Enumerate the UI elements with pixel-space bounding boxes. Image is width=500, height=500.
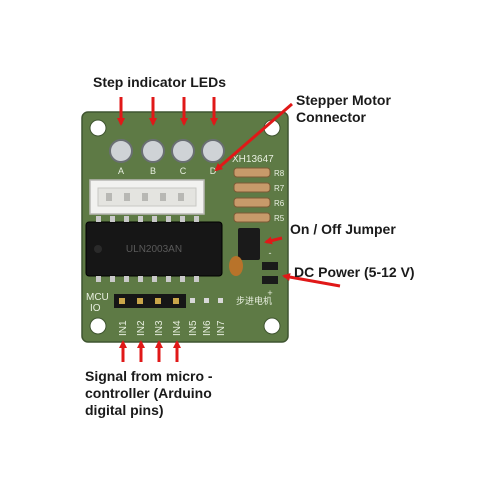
- mount-hole-tl: [89, 119, 107, 137]
- resistor-label-r8: R8: [274, 169, 285, 178]
- signal-arrows: [119, 340, 181, 362]
- chip-text: ULN2003AN: [126, 244, 182, 255]
- resistor-r7: [233, 182, 271, 193]
- led-letter-c: C: [180, 166, 187, 176]
- led-arrows: [117, 97, 218, 126]
- arrow-motor-connector: [214, 102, 293, 172]
- io-label: IO: [90, 303, 101, 314]
- chip-pins: [96, 216, 199, 282]
- resistor-r8: [233, 167, 271, 178]
- part-number: XH13647: [232, 154, 274, 165]
- capacitor: [229, 256, 243, 276]
- led-letter-b: B: [150, 166, 156, 176]
- label-dc-power: DC Power (5-12 V): [294, 264, 415, 280]
- label-signal: Signal from micro - controller (Arduino …: [85, 368, 213, 419]
- pin-label-in2: IN2: [136, 320, 147, 336]
- pin-label-in6: IN6: [202, 320, 213, 336]
- resistor-r6: [233, 197, 271, 208]
- label-signal-line1: Signal from micro -: [85, 368, 213, 384]
- motor-connector: [89, 179, 205, 215]
- label-signal-line2: controller (Arduino: [85, 385, 212, 401]
- led-letter-a: A: [118, 166, 124, 176]
- mount-hole-bl: [89, 317, 107, 335]
- pin-label-in7: IN7: [216, 320, 227, 336]
- label-signal-line3: digital pins): [85, 402, 164, 418]
- mcu-label: MCU: [86, 292, 109, 303]
- power-header: [262, 262, 278, 284]
- resistor-r5: [233, 212, 271, 223]
- led-c: [171, 139, 195, 163]
- pin-label-in4: IN4: [172, 320, 183, 336]
- arrow-dc-power: [282, 273, 341, 288]
- pin-label-in3: IN3: [154, 320, 165, 336]
- label-motor-connector-line1: Stepper Motor: [296, 92, 391, 108]
- chinese-label: 步进电机: [236, 295, 272, 307]
- led-a: [109, 139, 133, 163]
- label-step-leds: Step indicator LEDs: [93, 74, 227, 90]
- resistor-label-r5: R5: [274, 214, 285, 223]
- arrow-jumper: [264, 236, 283, 245]
- resistor-array: [233, 167, 271, 223]
- led-letter-d: D: [210, 166, 217, 176]
- power-pin-minus: -: [269, 248, 272, 258]
- led-d: [201, 139, 225, 163]
- pin-label-in5: IN5: [188, 320, 199, 336]
- resistor-label-r6: R6: [274, 199, 285, 208]
- label-jumper: On / Off Jumper: [290, 221, 396, 237]
- mount-hole-br: [263, 317, 281, 335]
- power-pin-plus: +: [267, 288, 272, 298]
- led-row: [109, 139, 225, 163]
- label-motor-connector-line2: Connector: [296, 109, 366, 125]
- pin-label-in1: IN1: [118, 320, 129, 336]
- jumper-block: [238, 228, 260, 260]
- resistor-label-r7: R7: [274, 184, 285, 193]
- input-pin-header: [114, 294, 223, 308]
- led-b: [141, 139, 165, 163]
- label-motor-connector: Stepper Motor Connector: [296, 92, 391, 126]
